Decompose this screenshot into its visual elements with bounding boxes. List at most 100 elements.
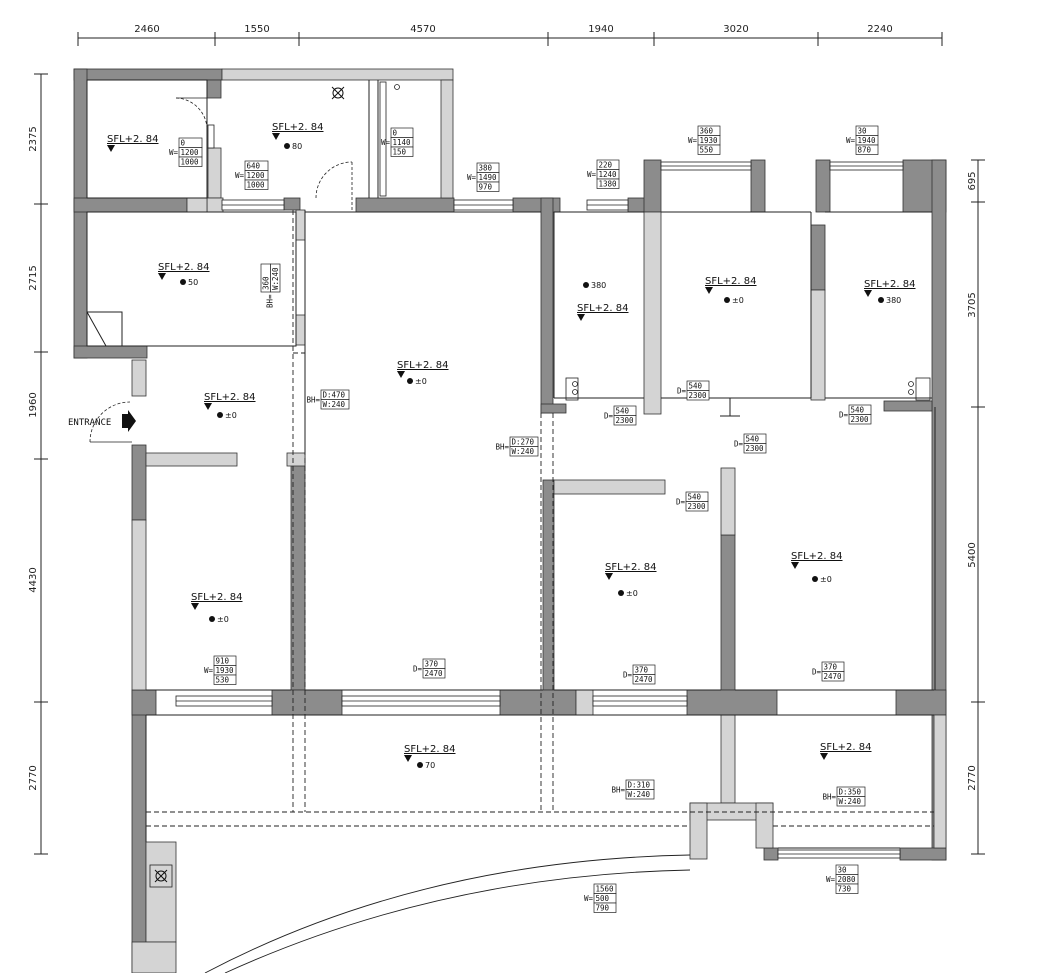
outlet-icon — [180, 279, 186, 285]
svg-text:BH=: BH= — [611, 785, 625, 794]
svg-text:W:240: W:240 — [271, 267, 280, 290]
svg-text:D:350: D:350 — [839, 788, 862, 797]
entrance-label: ENTRANCE — [68, 418, 111, 428]
svg-text:2470: 2470 — [635, 675, 654, 684]
outlet-label-3: 380 — [591, 281, 606, 290]
level-label-8: SFL+2. 84 — [864, 279, 916, 290]
svg-text:540: 540 — [616, 407, 630, 416]
svg-text:530: 530 — [216, 676, 230, 685]
svg-text:D=: D= — [413, 664, 423, 673]
svg-text:970: 970 — [479, 183, 493, 192]
svg-text:370: 370 — [425, 660, 439, 669]
svg-text:1000: 1000 — [181, 158, 200, 167]
dim-right-4: 2770 — [967, 765, 978, 790]
dim-left-1: 2375 — [28, 126, 39, 151]
level-label-5: SFL+2. 84 — [204, 392, 256, 403]
level-triangle-icon — [705, 287, 713, 294]
outlet-icon — [618, 590, 624, 596]
level-markers: SFL+2. 84 SFL+2. 84 SFL+2. 84 SFL+2. 84 SFL+… — [107, 122, 916, 762]
svg-text:W=: W= — [381, 138, 391, 147]
exhaust-fan-icon — [331, 86, 345, 100]
outlet-label-8: ±0 — [626, 589, 638, 598]
svg-text:W=: W= — [584, 894, 594, 903]
outlet-icon — [417, 762, 423, 768]
level-triangle-icon — [864, 290, 872, 297]
svg-text:BH=: BH= — [265, 294, 274, 308]
dim-left-5: 2770 — [28, 765, 39, 790]
svg-text:870: 870 — [858, 146, 872, 155]
svg-text:1200: 1200 — [181, 148, 200, 157]
svg-text:2470: 2470 — [425, 669, 444, 678]
fixtures — [149, 84, 931, 888]
svg-text:640: 640 — [247, 162, 261, 171]
level-label-3: SFL+2. 84 — [158, 262, 210, 273]
outlet-icon — [407, 378, 413, 384]
svg-text:W:240: W:240 — [512, 447, 535, 456]
level-triangle-icon — [107, 145, 115, 152]
svg-text:910: 910 — [216, 657, 230, 666]
level-triangle-icon — [820, 753, 828, 760]
right-dimension-labels: 695 3705 5400 2770 — [967, 171, 978, 790]
dim-right-1: 695 — [967, 171, 978, 190]
level-triangle-icon — [577, 314, 585, 321]
svg-text:1140: 1140 — [393, 138, 412, 147]
level-label-13: SFL+2. 84 — [820, 742, 872, 753]
svg-text:W:240: W:240 — [628, 790, 651, 799]
outlet-label-2: 50 — [188, 278, 198, 287]
svg-text:D=: D= — [604, 411, 614, 420]
svg-text:540: 540 — [851, 406, 865, 415]
svg-text:BH=: BH= — [495, 442, 509, 451]
exhaust-fan-icon-balcony — [154, 869, 168, 883]
svg-text:2080: 2080 — [838, 875, 857, 884]
svg-text:550: 550 — [700, 146, 714, 155]
svg-text:D=: D= — [734, 439, 744, 448]
svg-text:1240: 1240 — [599, 170, 618, 179]
dim-top-1: 2460 — [134, 24, 159, 35]
level-triangle-icon — [605, 573, 613, 580]
partition-walls — [131, 68, 947, 973]
svg-text:370: 370 — [635, 666, 649, 675]
svg-text:1380: 1380 — [599, 180, 618, 189]
door-swings — [89, 97, 353, 443]
svg-text:D=: D= — [839, 410, 849, 419]
level-label-4: SFL+2. 84 — [397, 360, 449, 371]
door-leaves — [90, 97, 207, 443]
svg-text:790: 790 — [596, 904, 610, 913]
dim-right-3: 5400 — [967, 542, 978, 567]
outlet-label-11: 70 — [425, 761, 435, 770]
level-label-1: SFL+2. 84 — [107, 134, 159, 145]
dim-top-5: 3020 — [723, 24, 748, 35]
svg-text:1200: 1200 — [247, 171, 266, 180]
entrance-arrow-icon — [122, 410, 136, 432]
outlet-icon — [217, 412, 223, 418]
outlet-label-6: ±0 — [415, 377, 427, 386]
svg-text:1930: 1930 — [700, 136, 719, 145]
svg-text:1000: 1000 — [247, 181, 266, 190]
level-label-2: SFL+2. 84 — [272, 122, 324, 133]
left-dimension-line — [34, 73, 48, 855]
outlet-icon — [724, 297, 730, 303]
svg-text:220: 220 — [599, 161, 613, 170]
level-triangle-icon — [204, 403, 212, 410]
outlet-label-1: 80 — [292, 142, 302, 151]
svg-text:1940: 1940 — [858, 136, 877, 145]
dim-top-3: 4570 — [410, 24, 435, 35]
svg-text:W=: W= — [235, 171, 245, 180]
outlet-icon — [284, 143, 290, 149]
outlet-label-9: ±0 — [820, 575, 832, 584]
level-label-11: SFL+2. 84 — [191, 592, 243, 603]
svg-text:D=: D= — [676, 497, 686, 506]
level-triangle-icon — [397, 371, 405, 378]
